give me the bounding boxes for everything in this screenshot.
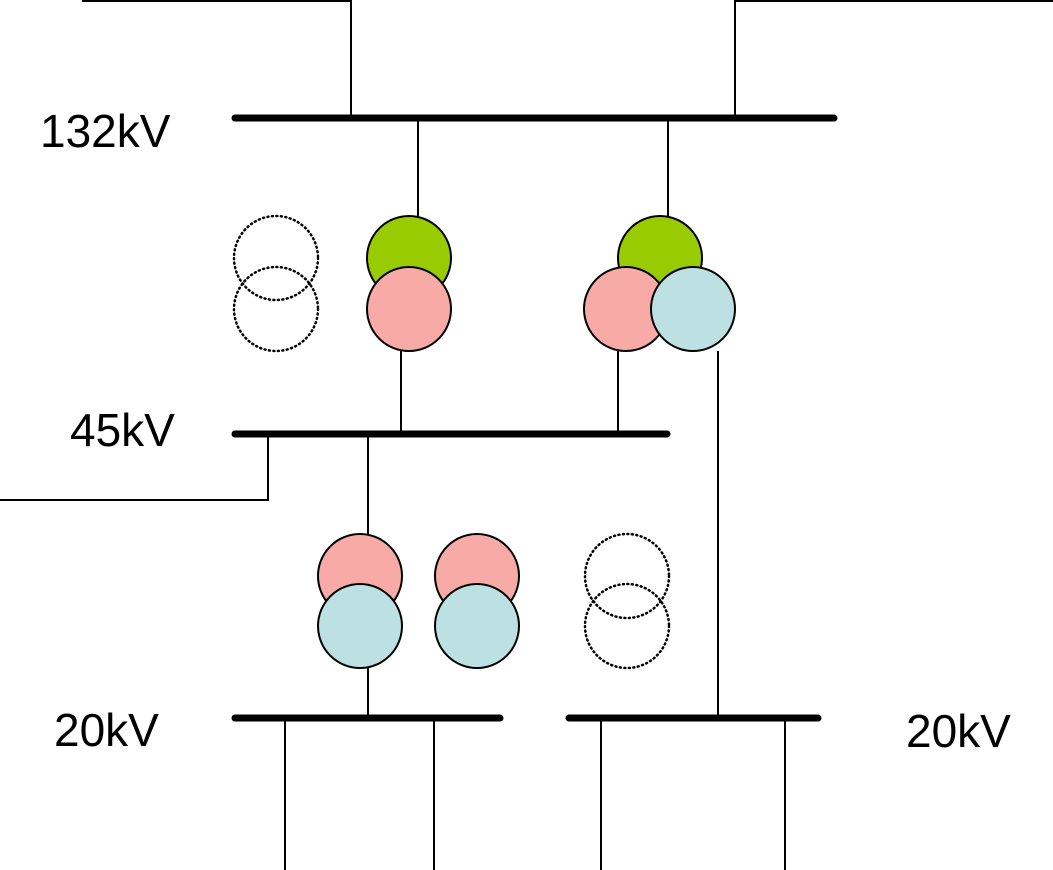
transformer-t3	[583, 215, 736, 352]
label-45kv: 45kV	[70, 404, 175, 456]
winding-20kv	[317, 583, 403, 669]
outgoing-feeder-45kv	[0, 434, 269, 501]
incoming-feeder-right	[734, 0, 1053, 117]
transformer-t5	[434, 533, 520, 669]
label-132kv: 132kV	[40, 105, 171, 157]
incoming-feeder-left	[82, 0, 352, 117]
transformer-planned-t1	[232, 214, 320, 353]
transformer-t4	[317, 533, 403, 669]
winding-45kv	[366, 266, 452, 352]
winding-20kv	[434, 583, 520, 669]
transformer-planned-t6	[583, 532, 671, 670]
label-20kv-left: 20kV	[54, 704, 159, 756]
transformer-t2	[366, 215, 452, 352]
label-20kv-right: 20kV	[906, 705, 1011, 757]
winding-20kv	[650, 266, 736, 352]
